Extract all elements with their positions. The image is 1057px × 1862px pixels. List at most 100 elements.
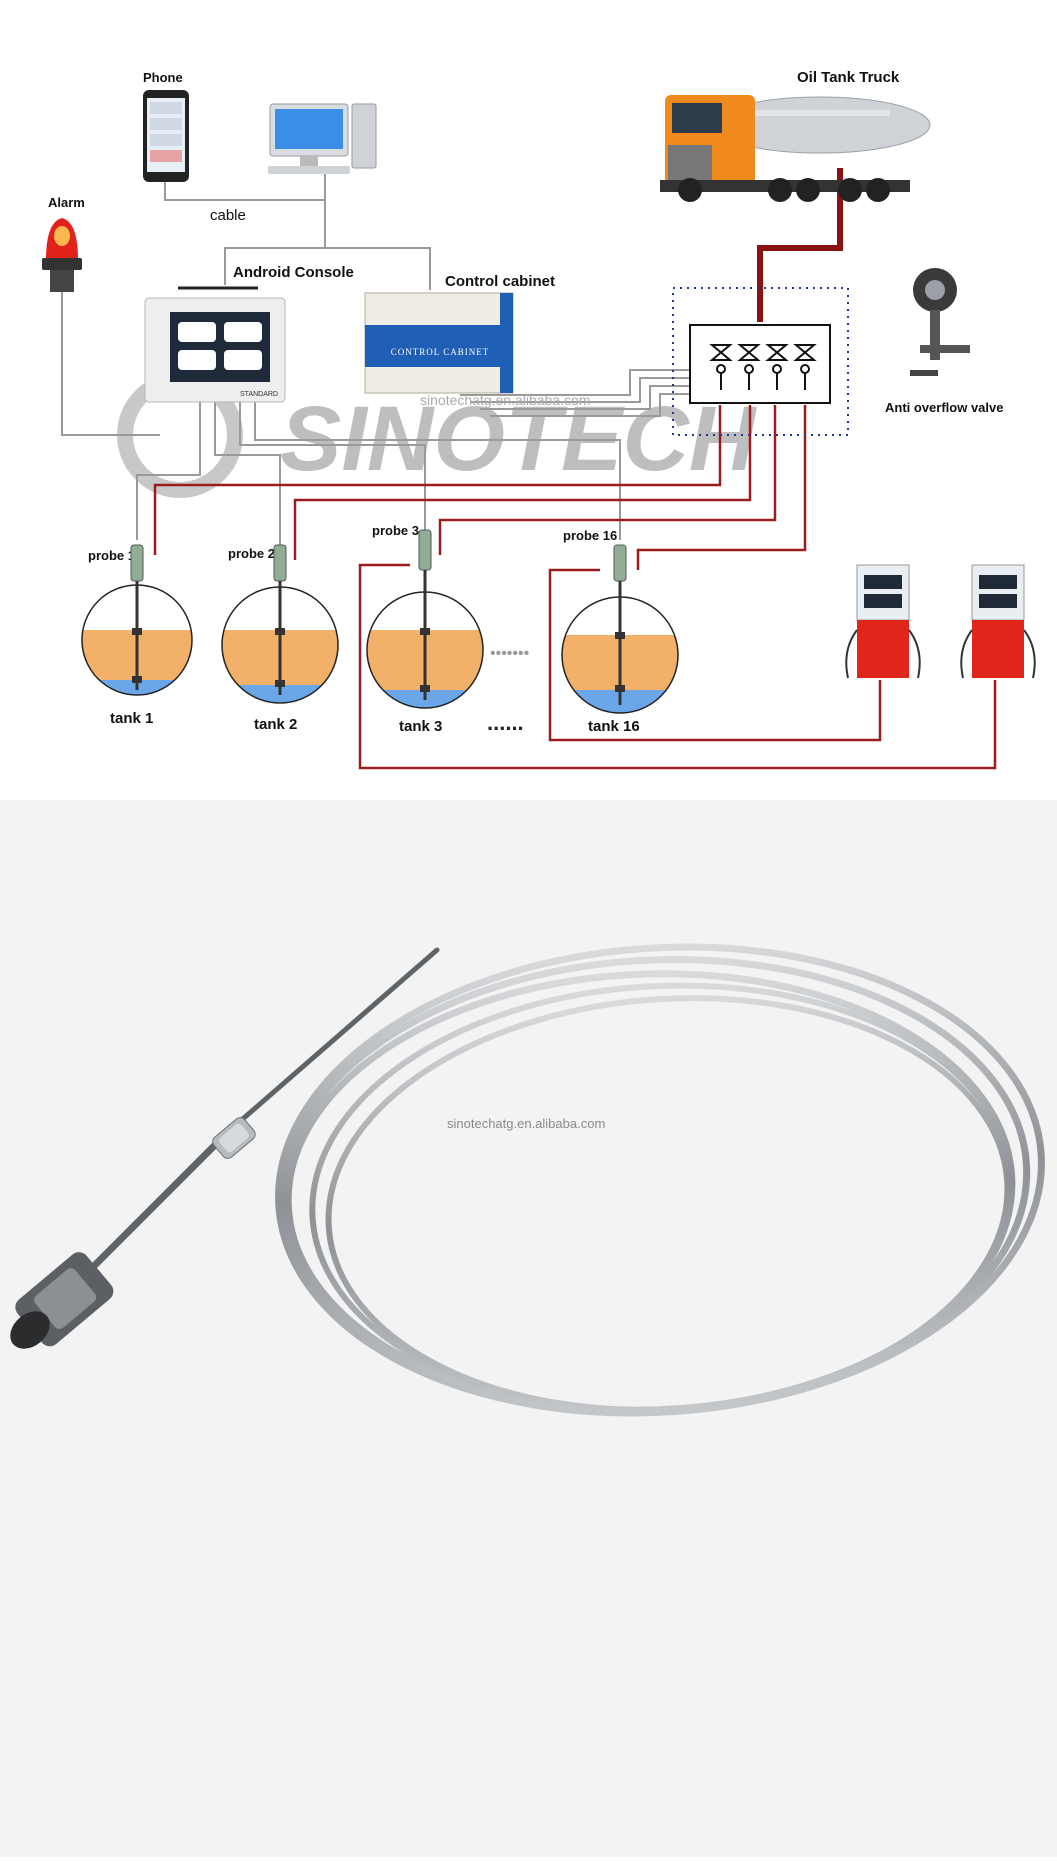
tank-2-label: tank 2: [254, 716, 297, 733]
cabinet-valve-line-2: [470, 377, 700, 403]
tank2-fuel-line: [293, 405, 752, 560]
valve-symbols: [709, 344, 817, 390]
dispenser-display: [864, 575, 902, 589]
anti-overflow-valve-label: Anti overflow valve: [885, 400, 1003, 415]
computer-tower: [351, 103, 377, 169]
water-float: [615, 685, 625, 692]
alarm-label: Alarm: [48, 195, 85, 210]
probe-head: [130, 544, 144, 582]
probe-head: [418, 529, 432, 571]
fuel-dispenser-1: [845, 564, 921, 679]
valve-icon: [765, 344, 789, 361]
water-float: [275, 680, 285, 687]
valve-icon: [793, 344, 817, 361]
monitor-stand: [300, 156, 318, 166]
truck-grille: [668, 145, 712, 181]
system-diagram: SINOTECH Phone: [0, 0, 1057, 800]
probe-16-label: probe 16: [563, 528, 617, 543]
tank-3: probe 3 tank 3: [366, 523, 484, 735]
oil-float: [420, 628, 430, 635]
oil-float: [615, 632, 625, 639]
alarm-device: Alarm: [42, 195, 85, 292]
probe1-signal: [136, 400, 201, 540]
alarm-mount: [50, 270, 74, 292]
phone-screen-row: [150, 118, 182, 130]
fuel-dispenser-2: [960, 564, 1036, 679]
oil-tank-truck: Oil Tank Truck: [660, 69, 931, 202]
probe-rod-top: [227, 947, 440, 1133]
photo-watermark-url: sinotechatg.en.alibaba.com: [447, 1116, 605, 1131]
phone-cable: [164, 180, 325, 201]
dispenser-head: [856, 564, 910, 621]
valve-manifold: [689, 324, 831, 404]
probe16-signal: [254, 400, 621, 540]
fuel-lines: [153, 168, 997, 770]
collar-highlight: [219, 1123, 249, 1153]
probe-3-label: probe 3: [372, 523, 419, 538]
dispenser-body: [972, 620, 1024, 678]
probe-2-label: probe 2: [228, 546, 275, 561]
oil-tank-truck-label: Oil Tank Truck: [797, 69, 900, 86]
diagram-watermark-url: sinotechatg.en.alibaba.com: [420, 392, 590, 408]
dispenser-hose: [960, 629, 973, 679]
console-tank-widget: [178, 322, 216, 342]
truck-wheel: [796, 178, 820, 202]
cabinet-valve-line-1: [460, 369, 700, 396]
probe3-signal: [239, 400, 426, 530]
valve-box: [672, 287, 849, 436]
dispenser-hose: [1023, 629, 1036, 679]
cable-label: cable: [210, 207, 246, 224]
water-float: [420, 685, 430, 692]
dispenser-hose: [845, 629, 858, 679]
computer-device: [268, 103, 377, 174]
truck-windshield: [672, 103, 722, 133]
tank3-dispenser-line: [358, 563, 997, 770]
android-console-label: Android Console: [233, 264, 354, 281]
truck-wheel: [768, 178, 792, 202]
tank-3-label: tank 3: [399, 718, 442, 735]
dispenser-hose: [908, 629, 921, 679]
tank3-fuel-line: [438, 405, 777, 555]
signal-cables: [61, 170, 700, 545]
probe-head: [613, 544, 627, 582]
keyboard: [268, 166, 350, 174]
probe-1-label: probe 1: [88, 548, 135, 563]
phone-label: Phone: [143, 70, 183, 85]
truck-wheel: [838, 178, 862, 202]
control-cabinet-device: Control cabinet CONTROL CABINET: [364, 273, 555, 394]
sensor-cap: [10, 1311, 50, 1349]
tank-16: probe 16 tank 16: [561, 528, 679, 735]
valve-icon: [709, 344, 733, 361]
tank-2: probe 2 tank 2: [221, 544, 339, 733]
tank1-fuel-line: [153, 405, 722, 555]
alarm-glow: [54, 226, 70, 246]
phone-screen-row: [150, 102, 182, 114]
system-diagram-svg: SINOTECH Phone: [42, 69, 1036, 770]
oil-float: [132, 628, 142, 635]
cabinet-panel-text: CONTROL CABINET: [391, 347, 489, 357]
cabinet-panel: [365, 325, 513, 367]
valve-body: [930, 310, 940, 360]
truck-tank-highlight: [740, 110, 890, 116]
product-photo-svg: sinotechatg.en.alibaba.com: [10, 943, 1045, 1417]
valve-arm: [920, 345, 970, 353]
valve-foot: [910, 370, 938, 376]
flexible-probe-coil: [275, 943, 1045, 1417]
cabinet-valve-line-3: [480, 385, 700, 410]
dispenser-head: [971, 564, 1025, 621]
cabinet-side: [500, 293, 513, 393]
android-console-device: Android Console STANDARD: [144, 264, 354, 403]
dispenser-display: [979, 575, 1017, 589]
probe-sensor-head: [10, 1252, 114, 1349]
product-photo: sinotechatg.en.alibaba.com: [0, 800, 1057, 1857]
probe-head: [273, 544, 287, 582]
phone-screen-row: [150, 150, 182, 162]
tank16-dispenser-line: [548, 568, 882, 742]
valve-icon: [737, 344, 761, 361]
tank16-fuel-line: [636, 405, 807, 570]
truck-fuel-hose: [757, 168, 843, 322]
console-brand: STANDARD: [240, 391, 278, 398]
alarm-base: [42, 258, 82, 270]
dispenser-body: [857, 620, 909, 678]
tank-ellipsis-text: ......: [487, 710, 524, 735]
